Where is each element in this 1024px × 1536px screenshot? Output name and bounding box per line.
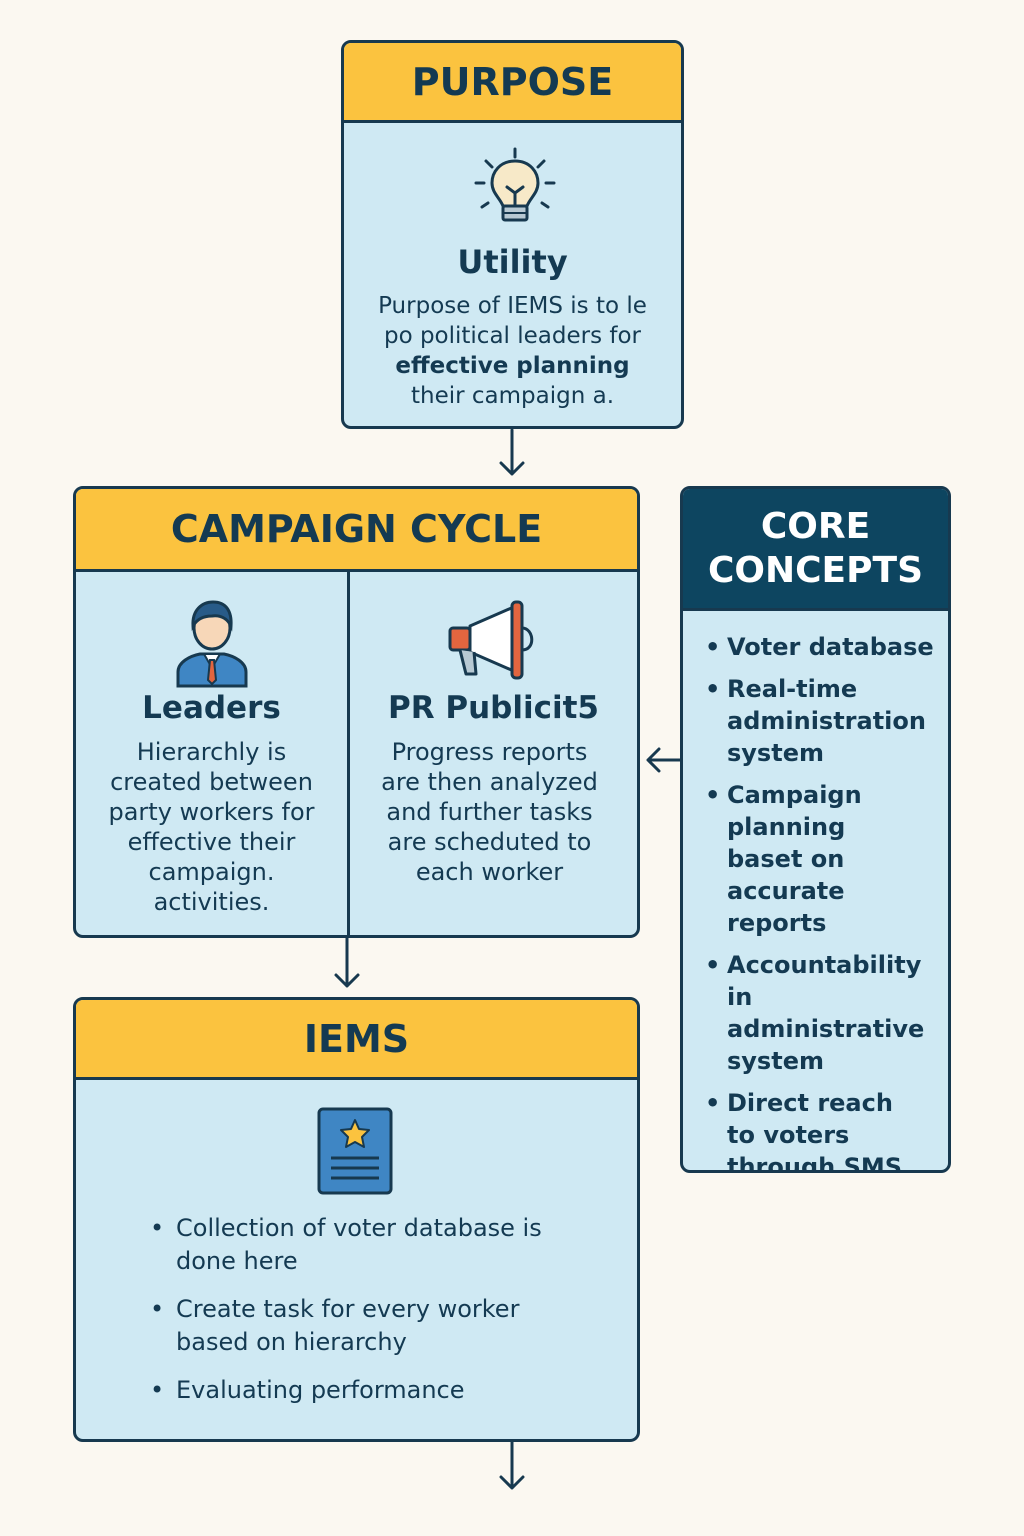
core-header-line-1: CORE: [760, 505, 871, 547]
core-concepts-header: CORE CONCEPTS: [683, 489, 948, 611]
purpose-box: PURPOSE Utility Purpose of IEMS is to le…: [341, 40, 684, 429]
campaign-cycle-box: CAMPAIGN CYCLE Leaders Hierarchly is cre…: [73, 486, 640, 938]
arrow-campaign-to-iems: [334, 936, 360, 988]
purpose-title: Utility: [457, 243, 568, 281]
core-concept-item: Real-time administration system: [705, 673, 926, 769]
lightbulb-icon: [474, 147, 556, 222]
pr-title: PR Publicit5: [387, 690, 599, 726]
iems-box: IEMS Collection of voter database is don…: [73, 997, 640, 1442]
purpose-line-4: their campaign a.: [410, 383, 615, 409]
arrow-core-to-campaign: [646, 747, 682, 773]
arrow-purpose-to-campaign: [499, 428, 525, 476]
person-icon: [176, 600, 248, 688]
campaign-cycle-header: CAMPAIGN CYCLE: [76, 489, 637, 572]
pr-publicity-column: PR Publicit5 Progress reports are then a…: [350, 572, 637, 935]
arrow-iems-out: [499, 1440, 525, 1490]
purpose-line-3: effective planning: [395, 353, 630, 379]
iems-item: Evaluating performance: [148, 1374, 617, 1407]
iems-list: Collection of voter database is done her…: [148, 1212, 617, 1422]
column-divider: [347, 572, 350, 935]
purpose-line-2: po political leaders for: [383, 323, 642, 349]
leaders-text: Hierarchly is created between party work…: [108, 738, 315, 916]
core-concepts-box: CORE CONCEPTS Voter database Real-time a…: [680, 486, 951, 1173]
purpose-text: Purpose of IEMS is to le po political le…: [364, 291, 661, 411]
iems-item: Create task for every worker based on hi…: [148, 1293, 546, 1359]
core-concept-item: Voter database: [705, 631, 940, 663]
leaders-title: Leaders: [142, 690, 281, 726]
purpose-header: PURPOSE: [344, 43, 681, 123]
core-concepts-list: Voter database Real-time administration …: [705, 631, 940, 1170]
purpose-line-1: Purpose of IEMS is to le: [378, 293, 647, 319]
megaphone-icon: [448, 600, 534, 680]
iems-header: IEMS: [76, 1000, 637, 1080]
leaders-column: Leaders Hierarchly is created between pa…: [76, 572, 347, 935]
core-concept-item: Campaign planning baset on accurate repo…: [705, 779, 907, 939]
core-concept-item: Accountability in administrative system: [705, 949, 940, 1077]
iems-item: Collection of voter database is done her…: [148, 1212, 546, 1278]
core-concept-item: Direct reach to voters through SMS and s…: [705, 1087, 907, 1170]
pr-text: Progress reports are then analyzed and f…: [381, 738, 598, 886]
core-header-line-2: CONCEPTS: [707, 549, 924, 591]
document-star-icon: [317, 1107, 393, 1195]
